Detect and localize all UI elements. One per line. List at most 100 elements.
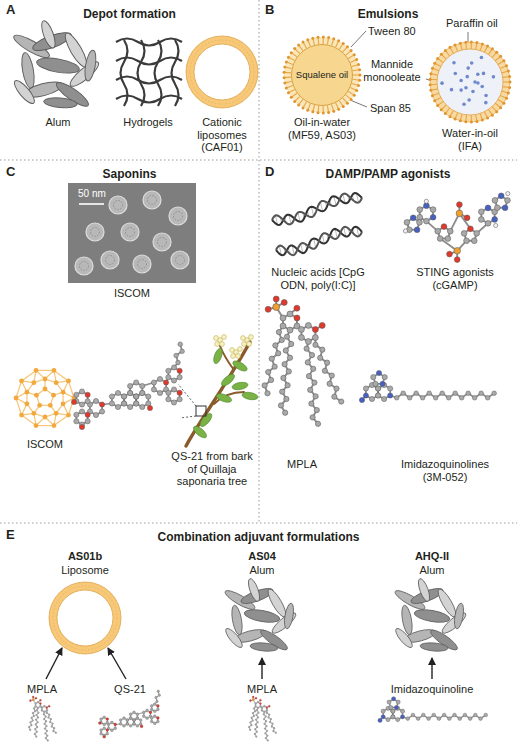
atom [121,394,126,399]
atom [271,726,273,728]
atoms [262,296,344,426]
cage-vertex [54,380,59,385]
atom [41,709,43,711]
atom [100,718,103,721]
atom [265,732,267,734]
atom [437,236,443,242]
atom [46,712,48,714]
atom [448,717,452,721]
bond [53,731,55,733]
caption: Oil-in-water (MF59, AS03) [281,116,363,141]
surfactant-head [306,109,309,112]
atom [464,238,470,244]
atom [442,713,446,717]
atom [267,739,269,741]
atom [427,391,432,396]
antigen-dot [484,101,488,105]
bond [35,732,37,734]
atom [45,716,47,718]
atom [298,335,304,341]
atom [85,419,90,424]
atom [430,207,436,213]
bonds [100,691,159,737]
atom [265,306,271,312]
atom [174,353,179,358]
atom [492,391,497,396]
atom [461,231,467,237]
atom [41,707,43,709]
surfactant-head [481,42,484,45]
atom [177,397,182,402]
bond [46,736,47,739]
atom [265,720,267,722]
surfactant-head [433,62,436,65]
atom [324,360,329,365]
bond [257,713,259,715]
alum-particle [246,577,262,602]
cage-vertex [48,403,53,408]
alum-particle [413,607,450,624]
surfactant-head [486,116,489,119]
caption: Paraffin oil [446,17,498,30]
atom [505,198,511,204]
atom [275,732,277,734]
flower [214,336,219,341]
atom [380,381,385,386]
atom [156,717,159,720]
atom [310,415,315,420]
antigen-dot [492,75,496,79]
atom [29,700,31,702]
caption: Hydrogels [113,116,183,129]
atom [34,710,36,712]
iscom-particle [133,255,151,273]
atom [424,218,430,224]
mpla-molecule [262,296,344,426]
atom [287,327,293,333]
antigen-dot [453,72,457,76]
bond [45,729,47,731]
surfactant-head [350,49,353,52]
bonds [407,196,508,260]
atom [264,728,266,730]
bond [257,710,258,713]
atom [454,248,461,255]
alum-particle [67,58,102,89]
polymer-strand [138,40,145,106]
bond [29,727,30,730]
atom [151,387,156,392]
atom [265,716,267,718]
atom [263,713,265,715]
atom [479,391,484,396]
atom [400,715,404,719]
bond [252,716,254,718]
alum-particle [223,626,245,650]
atom [284,334,289,339]
surfactant-head [431,67,434,70]
atom [74,419,79,424]
bond [44,717,45,720]
surfactant-head [470,120,473,123]
atom [403,229,407,233]
antigen-dot [480,85,484,89]
surfactant-head [449,46,452,49]
atom [171,378,176,383]
atom [382,396,387,401]
surfactant-head [436,104,439,107]
atom [136,717,139,720]
cage-vertex [25,401,30,406]
bond [36,722,38,724]
atom [129,717,132,720]
atom [136,713,139,716]
caption: Water-in-oil (IFA) [432,127,508,152]
atom [146,717,149,720]
panel-letter: E [6,528,15,543]
atom [437,717,441,721]
cage-vertex [61,390,66,395]
leaf [242,391,259,401]
atom [119,719,122,722]
atom [126,719,129,722]
atom [109,401,114,406]
atom [266,730,268,732]
atom [256,726,258,728]
bark-highlight [196,406,206,416]
